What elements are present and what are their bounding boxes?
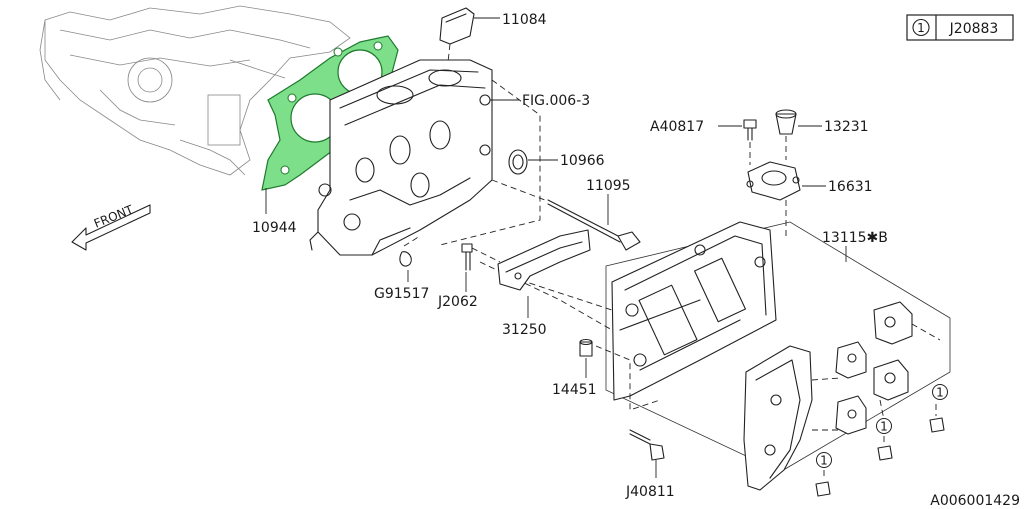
circle-marker-c: 1	[820, 454, 828, 468]
circle-marker-b: 1	[880, 420, 888, 434]
callout-13115B: 13115✱B	[822, 230, 888, 246]
bolt-11095[interactable]	[547, 199, 641, 251]
bolt-J2062[interactable]	[461, 243, 501, 271]
callout-G91517: G91517	[374, 286, 429, 302]
cover-11084[interactable]	[439, 7, 475, 63]
callout-11095: 11095	[586, 178, 631, 194]
housing-16631[interactable]	[746, 161, 801, 240]
lower-guide[interactable]	[743, 345, 841, 491]
bracket-31250[interactable]	[497, 229, 591, 291]
cap-bolt-c[interactable]: 1	[815, 452, 832, 497]
circle-marker-a: 1	[936, 386, 944, 400]
front-label: FRONT	[92, 202, 136, 231]
callout-13231: 13231	[824, 119, 869, 135]
cup-13231[interactable]	[775, 109, 797, 160]
callout-A40817: A40817	[650, 119, 704, 135]
projection-lines-plate	[479, 261, 661, 411]
clip-G91517[interactable]	[399, 235, 421, 267]
footer-code: A006001429	[930, 493, 1020, 509]
ref-code: J20883	[949, 21, 999, 37]
cam-cap-2[interactable]	[873, 359, 909, 401]
seal-10966[interactable]	[508, 149, 528, 175]
callout-fig: FIG.006-3	[522, 93, 590, 109]
cylinder-head[interactable]	[309, 59, 493, 256]
callout-16631: 16631	[828, 179, 873, 195]
cam-cap-4[interactable]	[835, 395, 867, 435]
cam-carrier-group-frame	[605, 221, 951, 473]
callout-J2062: J2062	[437, 294, 478, 310]
callout-31250: 31250	[502, 322, 547, 338]
reference-box: 1 J20883	[906, 14, 1014, 41]
pin-14451[interactable]	[579, 338, 593, 357]
callout-11084: 11084	[502, 12, 547, 28]
callout-10944: 10944	[252, 220, 297, 236]
callout-14451: 14451	[552, 382, 597, 398]
cap-bolt-b[interactable]: 1	[876, 418, 893, 461]
bolt-J40811[interactable]	[629, 429, 665, 478]
projection-lines-head	[439, 79, 546, 246]
cam-cap-1[interactable]	[873, 301, 913, 345]
callout-10966: 10966	[560, 153, 605, 169]
camshaft-carrier[interactable]	[611, 221, 777, 401]
bolt-A40817[interactable]	[743, 119, 757, 165]
cap-projections	[879, 323, 941, 421]
ref-marker: 1	[917, 21, 925, 35]
cap-bolt-a[interactable]: 1	[929, 384, 948, 433]
engine-block-outline	[39, 5, 351, 176]
front-arrow: FRONT	[71, 202, 151, 251]
cam-cap-3[interactable]	[835, 341, 867, 379]
callout-J40811: J40811	[625, 484, 675, 500]
